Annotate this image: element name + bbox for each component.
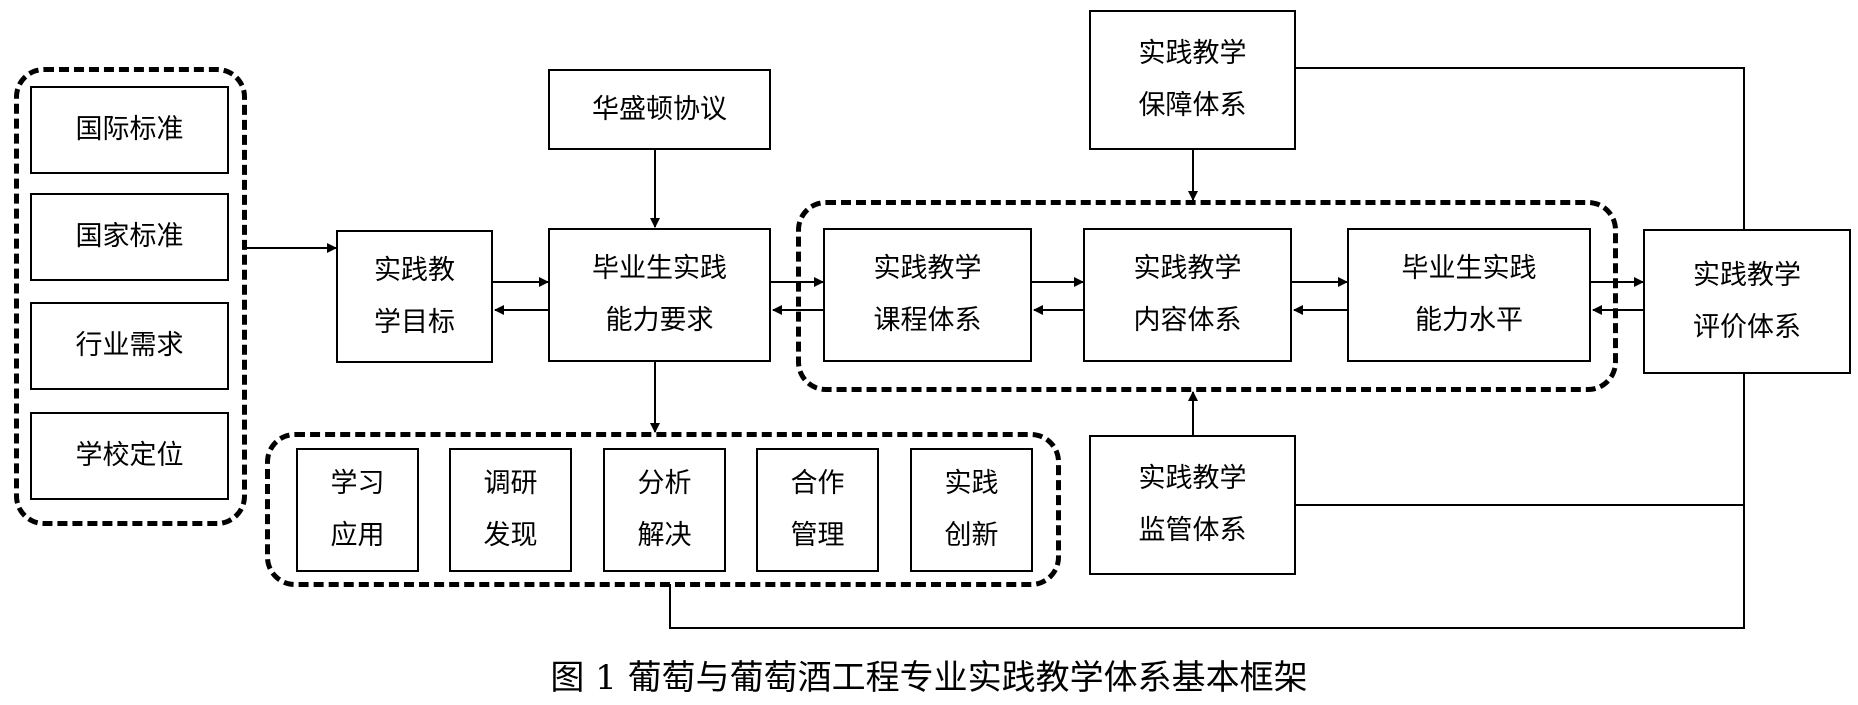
ability-requirement-box: 毕业生实践能力要求 bbox=[548, 228, 771, 362]
evaluation-system-box: 实践教学评价体系 bbox=[1643, 229, 1851, 374]
guarantee-system-box: 实践教学保障体系 bbox=[1089, 10, 1296, 150]
supervision-system-box: 实践教学监管体系 bbox=[1089, 435, 1296, 575]
standards-group bbox=[14, 67, 247, 526]
ability-level-box: 毕业生实践能力水平 bbox=[1347, 228, 1591, 362]
line-guarantee-to-evaluation bbox=[1296, 67, 1745, 230]
ability-research-discovery: 调研发现 bbox=[449, 448, 572, 572]
teaching-objective-box: 实践教学目标 bbox=[336, 230, 493, 363]
ability-learning-application: 学习应用 bbox=[296, 448, 419, 572]
ability-cooperation-management: 合作管理 bbox=[756, 448, 879, 572]
core-system-group bbox=[796, 200, 1618, 392]
content-system-box: 实践教学内容体系 bbox=[1083, 228, 1292, 362]
ability-practice-innovation: 实践创新 bbox=[910, 448, 1033, 572]
abilities-group bbox=[265, 432, 1061, 587]
figure-caption: 图 1 葡萄与葡萄酒工程专业实践教学体系基本框架 bbox=[550, 658, 1308, 698]
line-evaluation-feedback bbox=[669, 374, 1745, 629]
item-school-positioning: 学校定位 bbox=[30, 412, 229, 500]
item-industry-demand: 行业需求 bbox=[30, 302, 229, 390]
curriculum-system-box: 实践教学课程体系 bbox=[823, 228, 1032, 362]
washington-accord-box: 华盛顿协议 bbox=[548, 69, 771, 150]
item-international-standard: 国际标准 bbox=[30, 86, 229, 174]
ability-analysis-solution: 分析解决 bbox=[603, 448, 726, 572]
item-national-standard: 国家标准 bbox=[30, 193, 229, 281]
